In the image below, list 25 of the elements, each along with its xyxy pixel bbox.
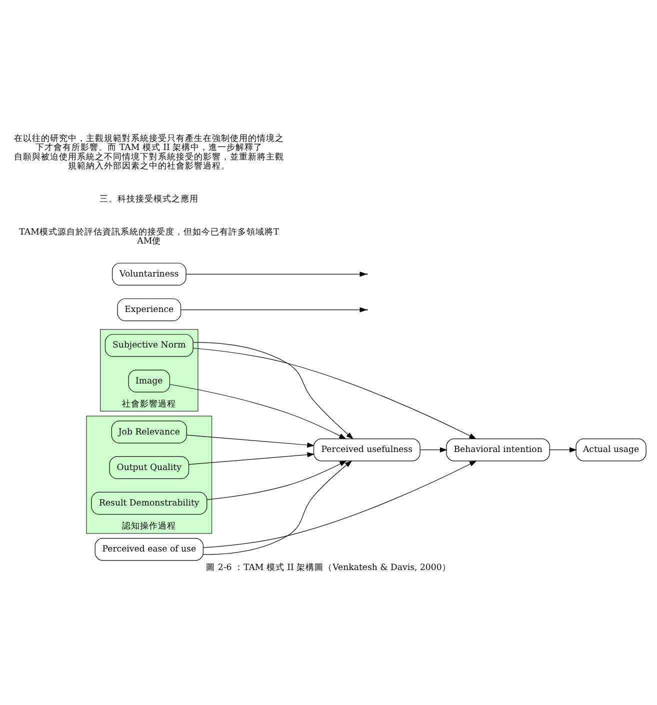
- arrow: [202, 460, 352, 555]
- arrow: [206, 460, 347, 500]
- node-box: Voluntariness: [112, 262, 186, 286]
- node-box: Image: [128, 370, 170, 392]
- arrow: [192, 348, 477, 440]
- node-box: Output Quality: [109, 456, 190, 480]
- arrow: [188, 452, 315, 465]
- node-box: Result Demonstrability: [91, 492, 208, 515]
- caption: 圖 2-6 ：TAM 模式 II 架構圖（Venkatesh & Davis, 2000）: [206, 562, 451, 573]
- node-box: Subjective Norm: [104, 334, 194, 357]
- node-box: Behavioral intention: [446, 438, 550, 462]
- node-box: Perceived usefulness: [313, 438, 420, 462]
- arrow: [420, 447, 448, 452]
- node-box: Job Relevance: [111, 420, 187, 444]
- label: 在以往的研究中，主觀規範對系統接受只有產生在強制使用的情境之下才會有所影響。而 TAM 模式 II 架構中，進一步解釋了自願與被迫使用系統之不同情境下對系統接受的影響，並重新將主觀規範納入外部因素之中的社會影響過程。: [14, 134, 284, 172]
- label: 三、科技接受模式之應用: [100, 194, 199, 205]
- arrow: [549, 447, 577, 452]
- arrow: [170, 384, 346, 440]
- arrow: [202, 460, 477, 548]
- node-box: Actual usage: [576, 438, 646, 462]
- node-box: Experience: [117, 298, 182, 322]
- label: TAM模式源自於評估資訊系統的接受度，但如今已有許多領域將TAM使: [19, 227, 280, 247]
- arrow: [186, 434, 315, 448]
- node-box: Perceived ease of use: [94, 538, 204, 561]
- arrow: [192, 342, 354, 440]
